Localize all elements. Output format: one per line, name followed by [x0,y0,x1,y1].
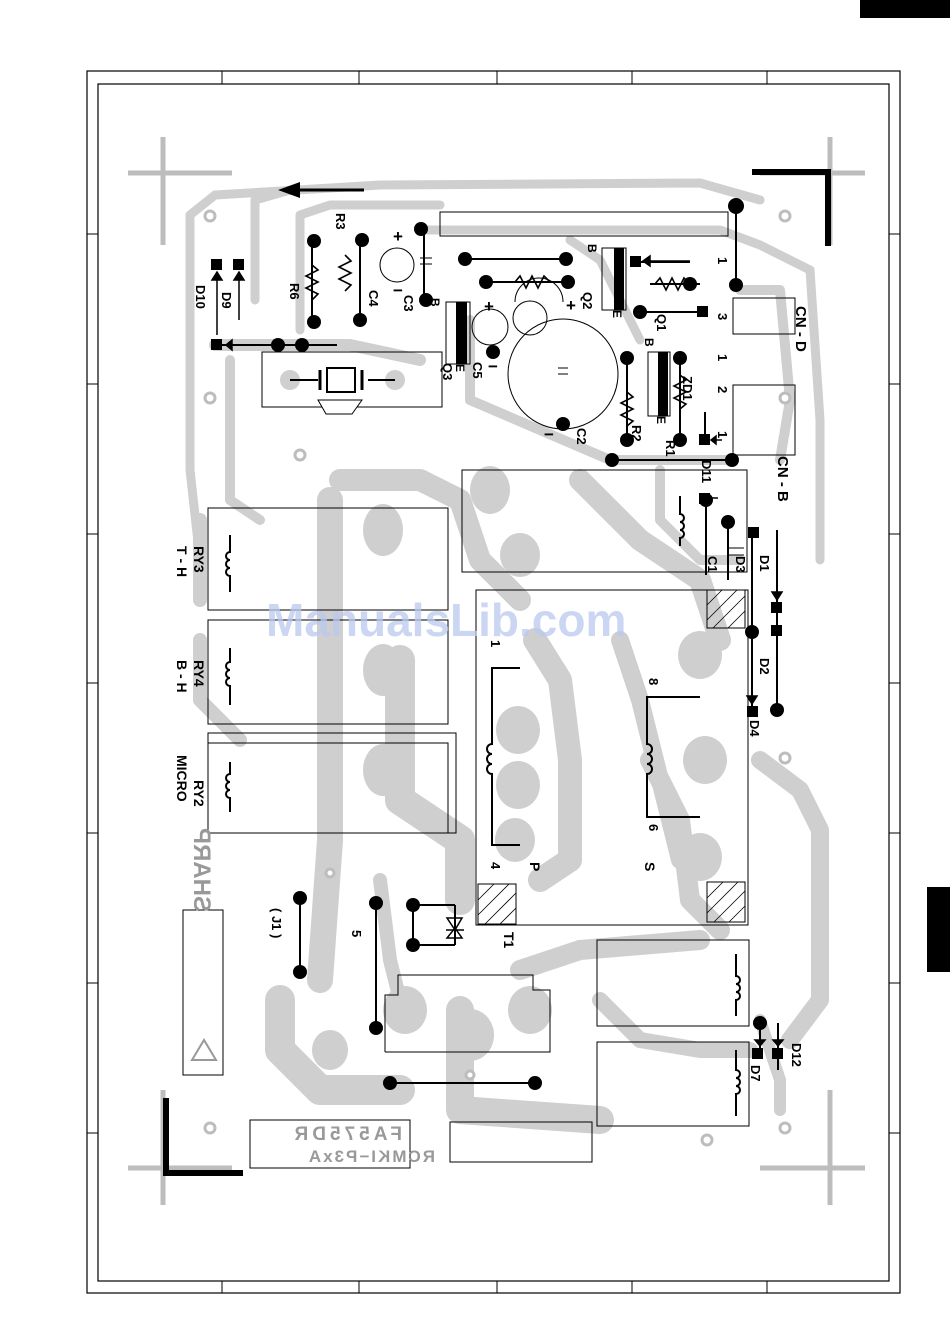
t1-pin-8: 8 [646,678,661,685]
ry4-function: B - H [174,660,190,693]
capacitors [380,248,744,555]
t1-pin-6: 6 [646,824,661,831]
watermark: ManualsLib.com [266,594,626,646]
cn-b-pin-2: 2 [715,386,730,393]
resistor-symbols [306,255,689,426]
q1-label: Q1 [654,314,669,331]
q1-b-pin: B [642,338,656,347]
q1-e-pin: E [654,416,668,424]
r6-label: R6 [287,283,302,300]
ry2-function: MICRO [174,755,190,802]
ry3-function: T - H [174,546,190,577]
d11-label: D11 [699,460,714,483]
ry2-label: RY2 [191,780,207,807]
c5-plus: + [484,297,494,316]
r1-label: R1 [663,440,678,457]
d10-label: D10 [193,285,208,309]
q2-e-pin: E [610,310,624,318]
primary-label: P [527,862,543,871]
c5-minus: − [488,357,498,376]
sharp-logo-text: SHARP [188,828,215,912]
d7-label: D7 [748,1065,763,1082]
c2-minus: − [544,425,554,444]
d3-label: D3 [733,556,748,573]
t1-label: T1 [501,932,517,949]
cn-d-pin-3: 3 [715,313,730,320]
part-number-line2: RCMKI−P3xA [307,1147,435,1166]
cn-d-pin-1a: 1 [715,257,730,264]
c4-label: C4 [366,290,381,307]
d2-label: D2 [757,658,772,675]
zd1-label: ZD1 [680,376,695,401]
q3-label: Q3 [440,363,455,380]
d9-label: D9 [219,292,234,309]
cn-d-label: CN - D [792,306,809,352]
d12-label: D12 [789,1043,804,1067]
q2-label: Q2 [580,292,595,309]
q3-e-pin: E [453,364,467,372]
c5-label: C5 [470,362,485,379]
c2-label: C2 [574,428,589,445]
c4-plus: + [393,227,403,246]
cn-b-pin-1: 1 [715,431,730,438]
ry4-label: RY4 [191,660,207,687]
copper-tracks [190,183,820,1120]
pin-5-label: 5 [349,930,364,937]
d1-label: D1 [757,555,772,572]
part-number-line1: FA575DR [291,1124,402,1145]
part-number: FA575DR RCMKI−P3xA [291,1124,435,1166]
sharp-logo: SHARP [188,828,216,1060]
q3-b-pin: B [428,298,442,307]
c1-label: C1 [705,556,720,573]
r2-label: R2 [629,425,644,442]
secondary-label: S [642,862,658,871]
t1-pin-4: 4 [488,862,503,870]
d4-label: D4 [747,720,762,737]
c3-label: C3 [401,295,416,312]
ry3-label: RY3 [191,546,207,573]
jumper-label: ( J1 ) [269,908,284,938]
cn-d-pin-1b: 1 [715,354,730,361]
r3-label: R3 [333,213,348,230]
c4-minus: − [393,281,403,300]
q2-b-pin: B [585,244,599,253]
c2-plus: + [566,296,576,315]
cn-b-label: CN - B [774,456,791,502]
